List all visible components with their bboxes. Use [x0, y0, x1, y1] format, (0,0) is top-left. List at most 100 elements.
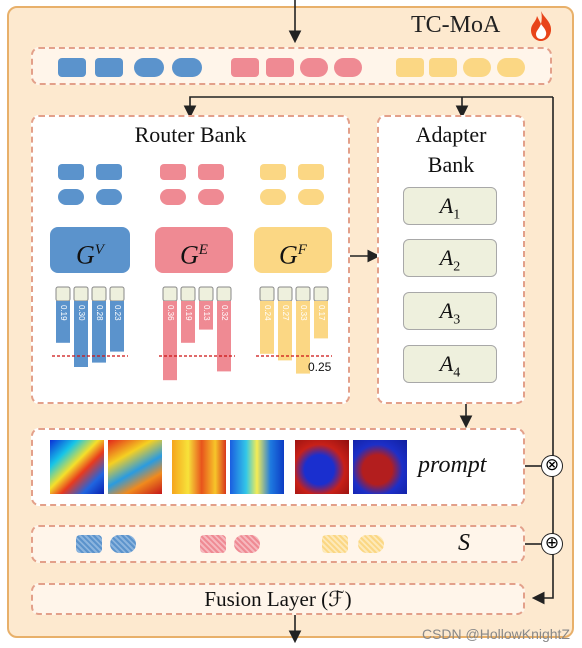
focus-scale-token	[322, 535, 348, 553]
adapter-index: 1	[453, 207, 461, 223]
exposure-token	[231, 58, 259, 77]
weight-bar	[74, 301, 88, 367]
prompt-map-visible-2	[108, 440, 162, 494]
exposure-token	[198, 189, 224, 205]
gate-superscript: E	[198, 242, 208, 258]
weight-value: 0.27	[281, 305, 290, 321]
adapter-index: 2	[453, 259, 461, 275]
gate-letter: G	[279, 240, 298, 270]
visible-token	[95, 58, 123, 77]
weight-value: 0.36	[166, 305, 175, 321]
visible-scale-token	[76, 535, 102, 553]
prompt-map-focus-1	[295, 440, 349, 494]
gate-focus: GF	[254, 227, 332, 273]
prompt-map-exposure-2	[230, 440, 284, 494]
gate-visible: GV	[50, 227, 130, 273]
weight-value: 0.24	[263, 305, 272, 321]
weight-value: 0.13	[202, 305, 211, 321]
weight-value: 0.32	[220, 305, 229, 321]
focus-token	[463, 58, 491, 77]
adapter-index: 4	[453, 365, 461, 381]
weight-slot	[73, 286, 89, 302]
weight-bar	[217, 301, 231, 372]
prompt-map-exposure-1	[172, 440, 226, 494]
watermark-credit: CSDN @HollowKnightZ	[421, 626, 570, 642]
visible-token	[58, 58, 86, 77]
fusion-layer-label: Fusion Layer (ℱ)	[204, 587, 352, 611]
fusion-layer	[31, 583, 525, 615]
weight-bar	[181, 301, 195, 343]
weight-bar	[110, 301, 124, 352]
exposure-token	[160, 164, 186, 180]
visible-scale-token	[110, 535, 136, 553]
router-bank-title: Router Bank	[134, 122, 247, 147]
focus-token	[298, 164, 324, 180]
exposure-token	[160, 189, 186, 205]
gate-superscript: V	[94, 242, 104, 258]
weight-value: 0.30	[77, 305, 86, 321]
exposure-scale-token	[234, 535, 260, 553]
weight-value: 0.23	[113, 305, 122, 321]
weight-slot	[313, 286, 329, 302]
visible-token	[96, 164, 122, 180]
exposure-token	[198, 164, 224, 180]
weight-bar	[163, 301, 177, 381]
weight-bar	[199, 301, 213, 330]
scale-row	[31, 525, 525, 563]
focus-scale-token	[358, 535, 384, 553]
gate-exposure: GE	[155, 227, 233, 273]
weight-bar	[56, 301, 70, 343]
visible-token	[58, 164, 84, 180]
scale-label: S	[458, 530, 470, 556]
focus-token	[260, 164, 286, 180]
weight-slot	[55, 286, 71, 302]
weight-slot	[277, 286, 293, 302]
weight-slot	[91, 286, 107, 302]
weight-value: 0.28	[95, 305, 104, 321]
weight-slot	[180, 286, 196, 302]
exposure-token	[266, 58, 294, 77]
visible-token	[96, 189, 122, 205]
prompt-label: prompt	[418, 452, 487, 478]
focus-token	[260, 189, 286, 205]
weight-bar	[92, 301, 106, 363]
weight-bar	[260, 301, 274, 354]
weight-slot	[216, 286, 232, 302]
prompt-map-focus-2	[353, 440, 407, 494]
multiply-icon: ⊗	[541, 455, 563, 477]
adapter-3: A3	[403, 292, 497, 330]
weight-slot	[198, 286, 214, 302]
adapter-2: A2	[403, 239, 497, 277]
adapter-1: A1	[403, 187, 497, 225]
weight-bar	[278, 301, 292, 361]
adapter-name: A	[439, 298, 454, 323]
exposure-token	[334, 58, 362, 77]
visible-token	[134, 58, 164, 77]
weight-bar	[314, 301, 328, 339]
weight-slot	[295, 286, 311, 302]
weight-slot	[259, 286, 275, 302]
adapter-index: 3	[453, 312, 461, 328]
visible-token	[58, 189, 84, 205]
weight-slot	[109, 286, 125, 302]
adapter-bank-title-line1: Adapter	[415, 122, 487, 147]
adapter-4: A4	[403, 345, 497, 383]
exposure-token	[300, 58, 328, 77]
focus-token	[429, 58, 457, 77]
gate-letter: G	[180, 240, 199, 270]
threshold-label: 0.25	[308, 360, 332, 374]
prompt-map-visible-1	[50, 440, 104, 494]
gate-superscript: F	[297, 242, 307, 258]
focus-token	[396, 58, 424, 77]
adapter-name: A	[439, 245, 454, 270]
adapter-bank-title-line2: Bank	[427, 152, 475, 177]
weight-value: 0.17	[317, 305, 326, 321]
focus-token	[497, 58, 525, 77]
module-title: TC-MoA	[411, 12, 501, 38]
gate-letter: G	[76, 240, 95, 270]
add-icon: ⊕	[541, 533, 563, 555]
flame-icon	[531, 11, 552, 41]
adapter-name: A	[439, 193, 454, 218]
visible-token	[172, 58, 202, 77]
